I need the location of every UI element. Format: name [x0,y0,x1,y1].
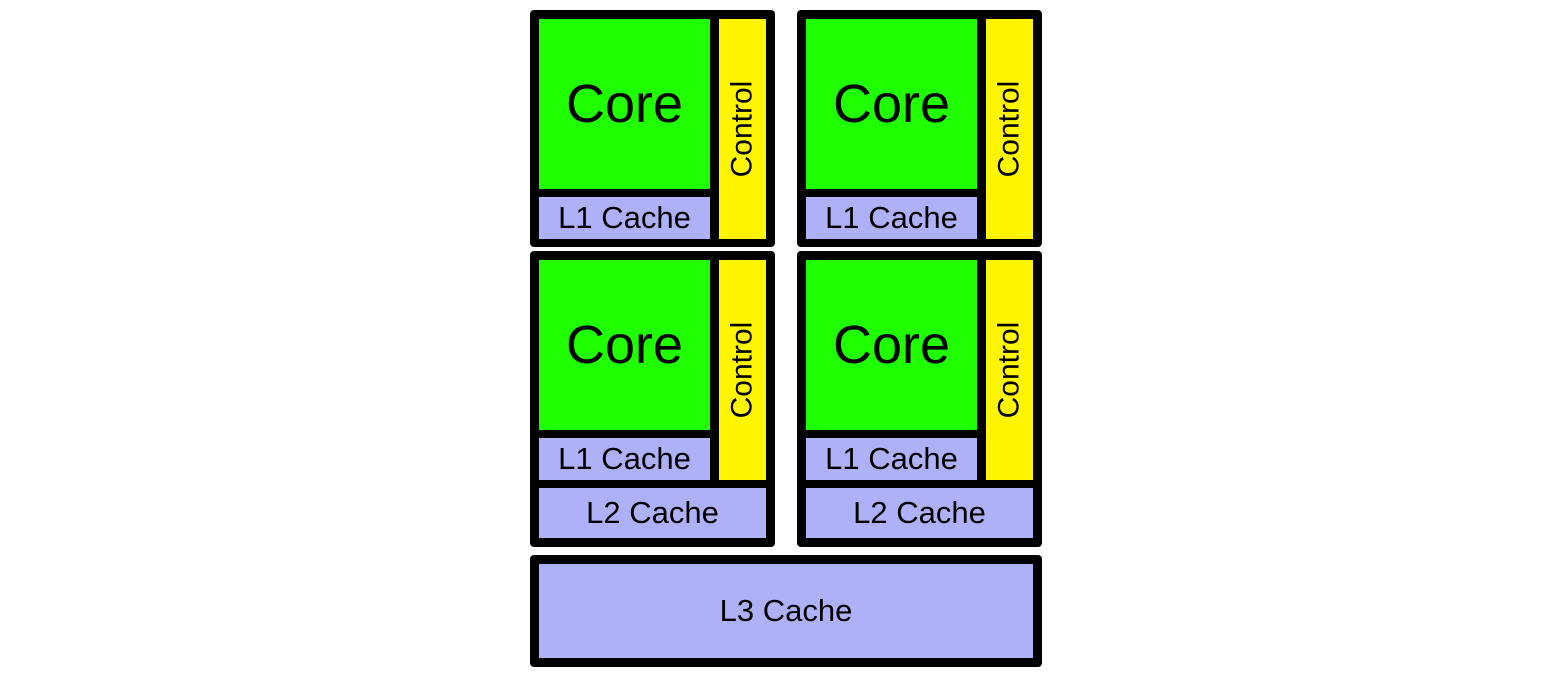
core-label: Core [832,74,951,134]
l1-cache-label: L1 Cache [558,441,691,476]
core-label: Core [832,315,951,375]
l2-cache-label: L2 Cache [586,495,719,530]
control: Control [986,260,1033,480]
l2-cache: L2 Cache [539,488,766,538]
l3-cache-label: L3 Cache [719,593,853,628]
l1-cache: L1 Cache [806,438,977,480]
l2-cache-label: L2 Cache [853,495,986,530]
l1-cache-label: L1 Cache [825,200,958,235]
l2-cache: L2 Cache [806,488,1033,538]
l1-cache-label: L1 Cache [558,200,691,235]
l1-cache-label: L1 Cache [825,441,958,476]
control-label: Control [725,321,759,419]
control: Control [719,260,766,480]
core: Core [539,260,710,430]
control-label: Control [992,80,1026,178]
l3-cache: L3 Cache [539,564,1033,658]
control-label: Control [725,80,759,178]
l1-cache: L1 Cache [806,197,977,239]
l1-cache: L1 Cache [539,197,710,239]
core: Core [539,19,710,189]
l1-cache: L1 Cache [539,438,710,480]
control: Control [719,19,766,239]
core: Core [806,19,977,189]
core: Core [806,260,977,430]
core-label: Core [565,315,684,375]
control: Control [986,19,1033,239]
control-label: Control [992,321,1026,419]
core-label: Core [565,74,684,134]
